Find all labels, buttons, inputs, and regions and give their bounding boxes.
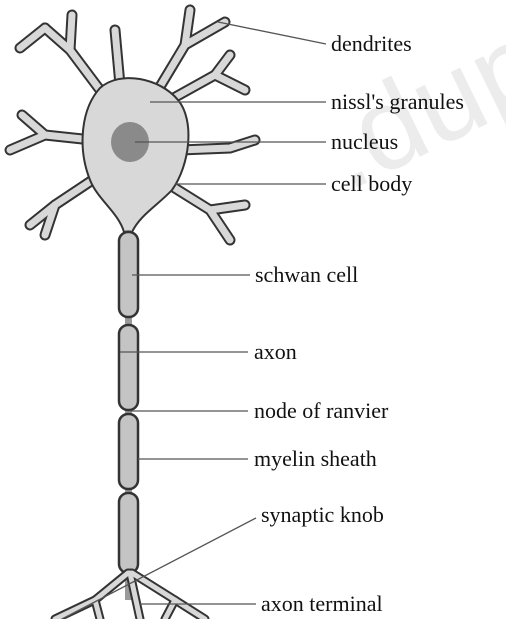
schwann-segment [119, 414, 138, 489]
leader-dendrites [218, 22, 326, 44]
myelin-sheath-segments [119, 232, 138, 573]
label-myelin-sheath: myelin sheath [254, 448, 377, 470]
label-cell-body: cell body [331, 173, 412, 195]
schwann-segment [119, 493, 138, 573]
label-axon: axon [254, 341, 297, 363]
label-nissl: nissl's granules [331, 91, 464, 113]
label-synaptic-knob: synaptic knob [261, 504, 384, 526]
schwann-segment [119, 325, 138, 410]
label-dendrites: dendrites [331, 33, 412, 55]
label-node-of-ranvier: node of ranvier [254, 400, 388, 422]
label-axon-terminal: axon terminal [261, 593, 383, 615]
label-schwan-cell: schwan cell [255, 264, 358, 286]
label-nucleus: nucleus [331, 131, 398, 153]
